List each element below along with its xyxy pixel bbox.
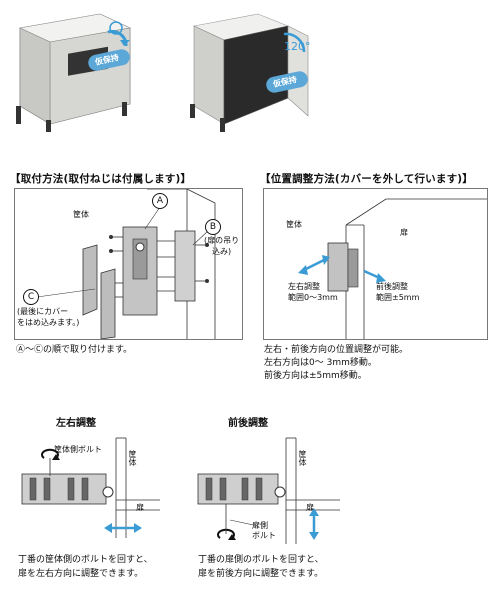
position-note-1: 左右・前後方向の位置調整が可能。	[264, 345, 409, 355]
cabinet-body-label: 筐体	[73, 210, 89, 219]
marker-b-note-2: 込み)	[212, 247, 232, 256]
lr-range-label-2: 範囲0～3mm	[288, 293, 338, 302]
fb-body-label: 筐体	[298, 450, 307, 466]
fb-caption-2: 扉を前後方向に調整できます。	[198, 569, 324, 579]
fb-bolt-label-1: 扉側	[252, 521, 268, 530]
marker-c-note-1: (最後にカバー	[17, 307, 69, 316]
lr-caption-1: 丁番の筐体側のボルトを回すと、	[18, 555, 153, 565]
fb-door-label: 扉	[306, 503, 314, 512]
photo-cabinet-open: 120° 仮保持	[188, 6, 312, 132]
fb-caption-1: 丁番の扉側のボルトを回すと、	[198, 555, 324, 565]
position-door-label: 扉	[400, 228, 408, 237]
fb-adjust-diagram: 筐体 扉 扉側 ボルト	[190, 430, 340, 548]
fb-bolt-label-2: ボルト	[252, 531, 276, 540]
position-note-2: 左右方向は0～ 3mm移動。	[264, 358, 377, 368]
lr-caption-2: 扉を左右方向に調整できます。	[18, 569, 144, 579]
lr-adjust-title: 左右調整	[56, 418, 96, 429]
position-heading: 【位置調整方法(カバーを外して行います)】	[260, 173, 473, 185]
lr-range-label-1: 左右調整	[288, 282, 320, 291]
marker-c: C	[23, 289, 39, 305]
photo-cabinet-closed: 仮保持	[10, 6, 134, 132]
position-note-3: 前後方向は±5mm移動。	[264, 371, 367, 381]
lr-bolt-label: 筐体側ボルト	[54, 445, 102, 454]
lr-adjust-diagram: 筐体側ボルト 筐体 扉	[14, 430, 160, 542]
mounting-caption: Ⓐ～Ⓒの順で取り付けます。	[16, 345, 133, 355]
marker-b: B	[205, 219, 221, 235]
position-body-label: 筐体	[286, 220, 302, 229]
fb-range-label-2: 範囲±5mm	[376, 293, 420, 302]
lr-door-label: 扉	[136, 503, 144, 512]
fb-adjust-title: 前後調整	[228, 418, 268, 429]
mounting-heading: 【取付方法(取付ねじは付属します)】	[10, 173, 192, 185]
position-diagram: 筐体 扉 左右調整 範囲0～3mm 前後調整 範囲±5mm	[263, 188, 488, 340]
fb-range-label-1: 前後調整	[376, 282, 408, 291]
opening-angle: 120°	[284, 40, 311, 53]
marker-c-note-2: をはめ込みます。)	[17, 318, 80, 327]
lr-body-label: 筐体	[128, 450, 137, 466]
marker-a: A	[152, 193, 168, 209]
mounting-diagram: 筐体 A B (扉の吊り 込み) C (最後にカバー をはめ込みます。)	[14, 188, 243, 340]
marker-b-note-1: (扉の吊り	[204, 236, 240, 245]
